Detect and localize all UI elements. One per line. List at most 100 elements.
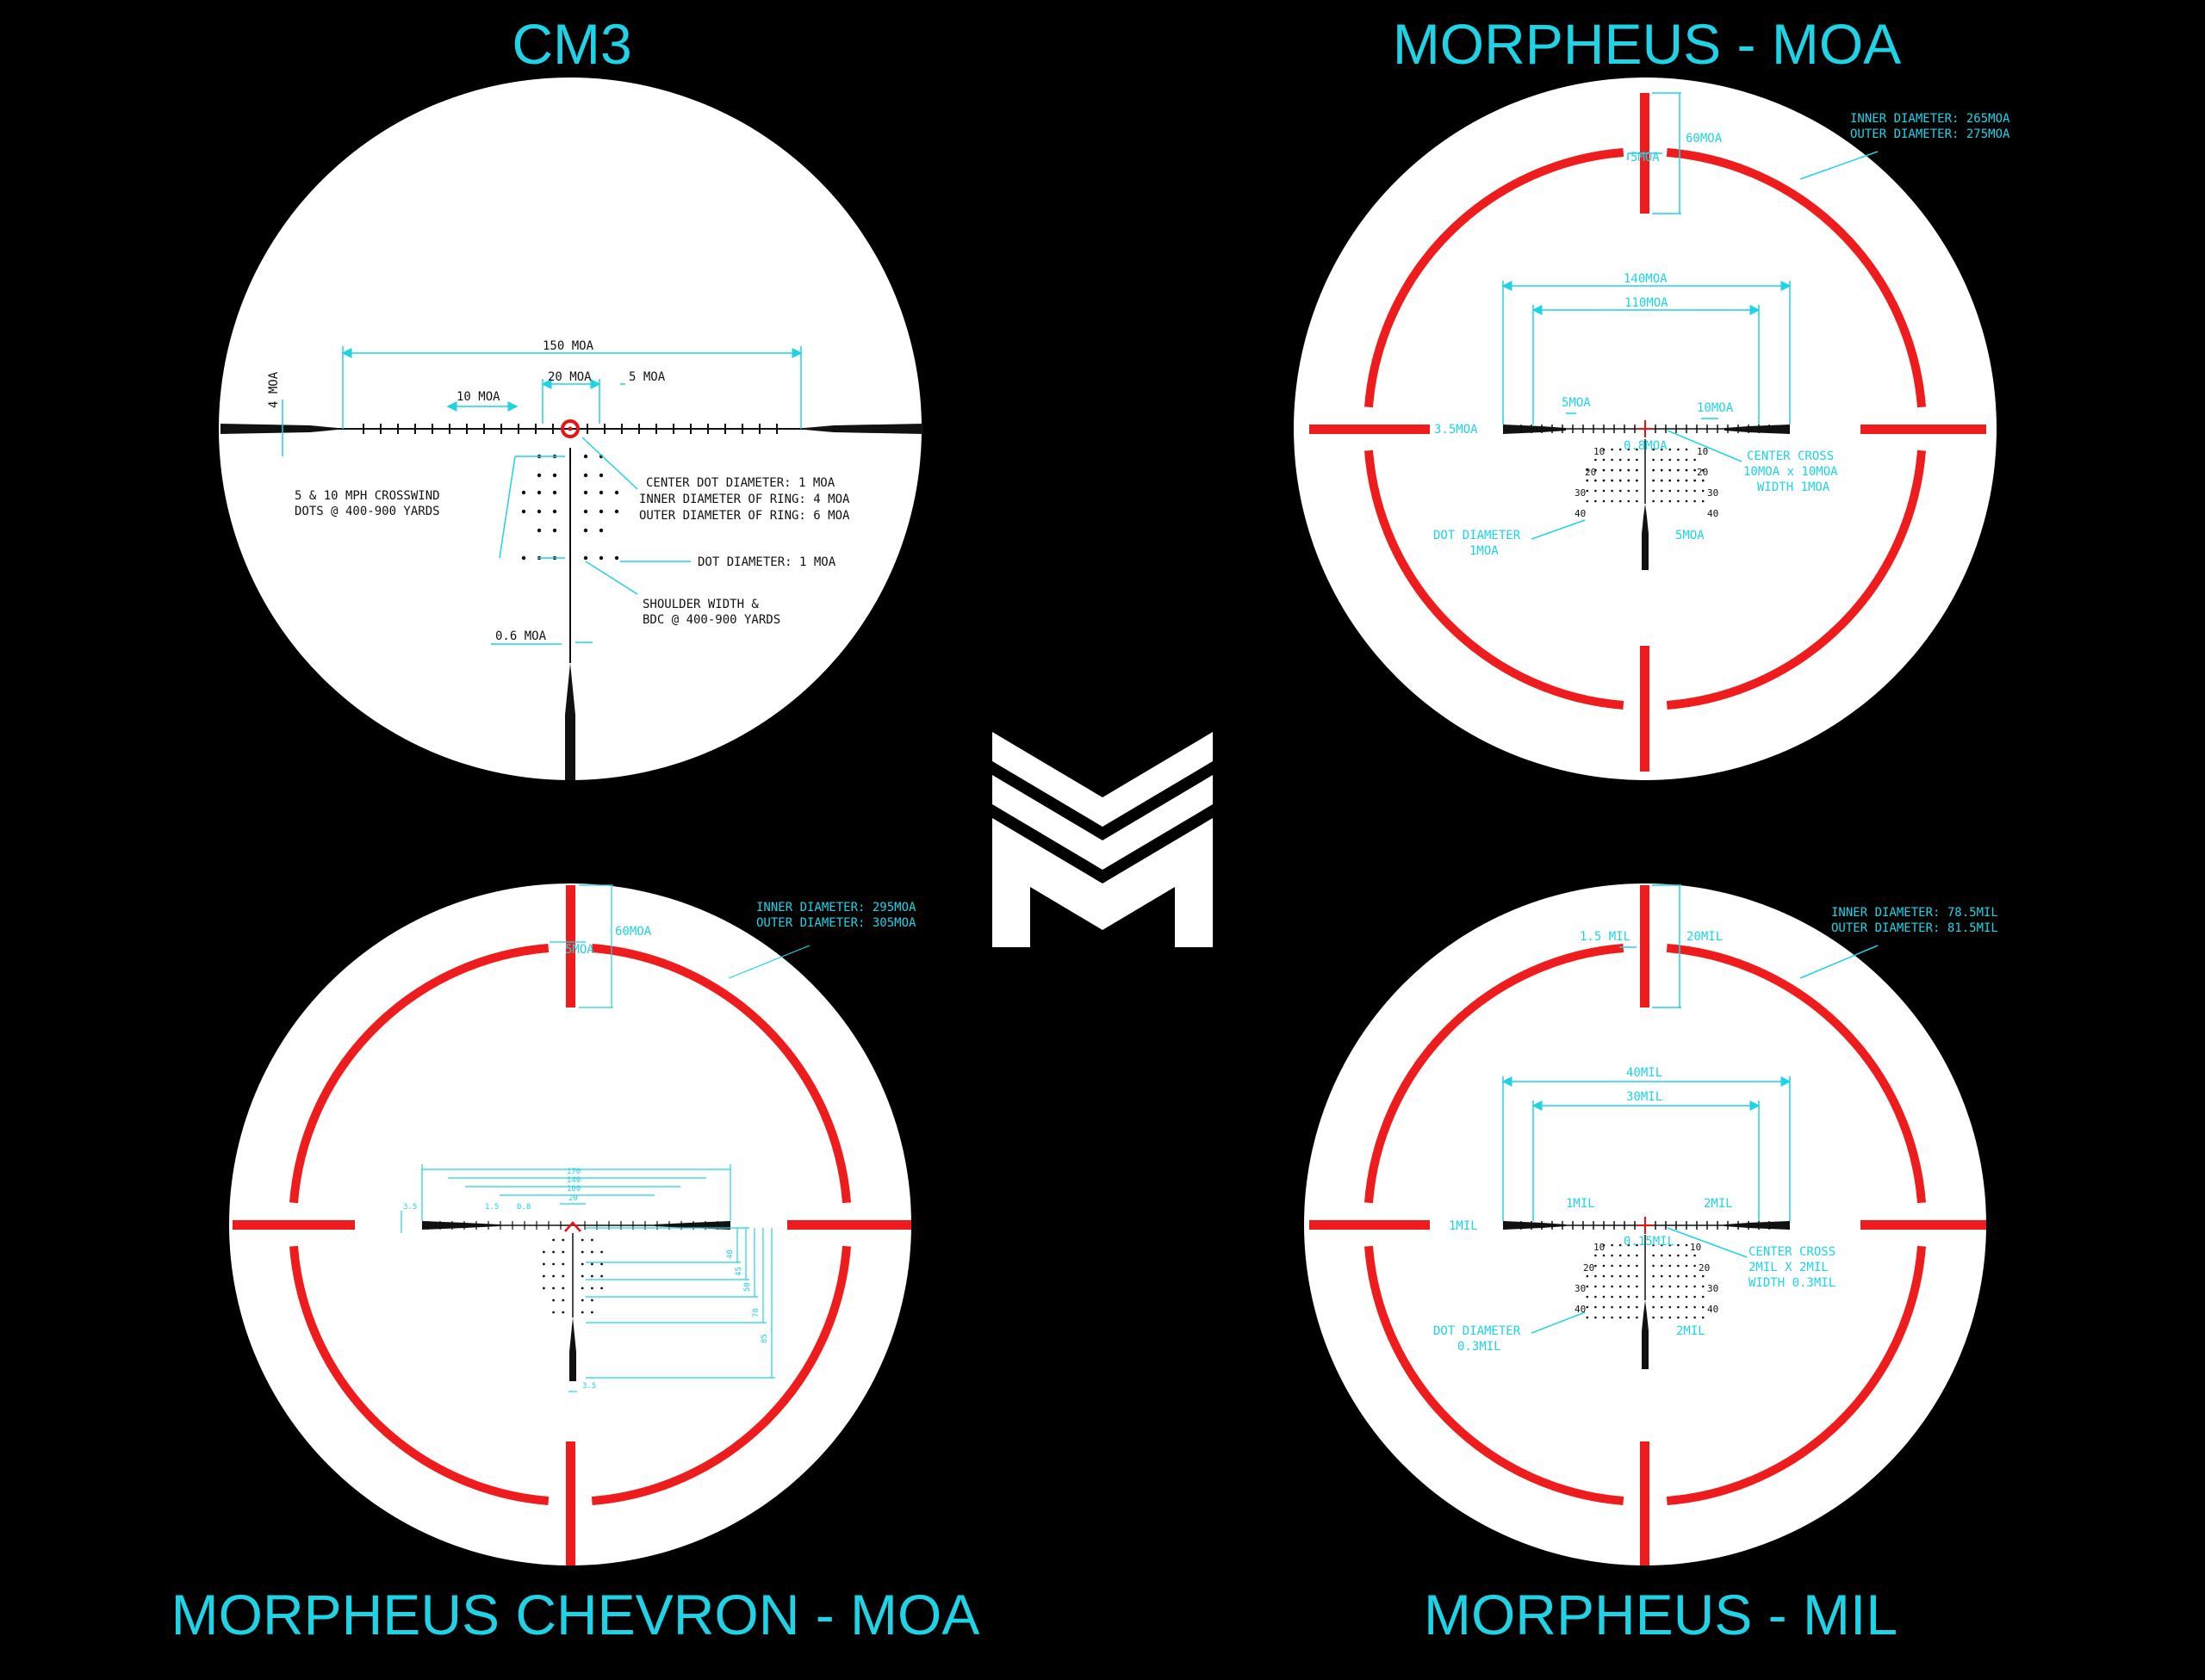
bdc-dot — [1627, 468, 1630, 472]
bdc-dot — [1602, 1264, 1606, 1268]
bdc-dot — [1660, 1305, 1663, 1309]
bdc-dot — [1594, 1274, 1597, 1278]
bdc-dot — [1668, 1285, 1672, 1288]
cm3-bdc-dot — [552, 528, 557, 533]
cm3-shoulder-label-1: SHOULDER WIDTH & — [643, 598, 759, 611]
bdc-dot — [1636, 468, 1638, 472]
cm3-bdc-dot — [583, 490, 588, 495]
cm3-label-4moa: 4 MOA — [267, 371, 281, 408]
bdc-dot — [1652, 1254, 1655, 1257]
bdc-dot — [1636, 1295, 1638, 1299]
bdc-dot — [1594, 479, 1597, 482]
bdc-dot — [552, 1311, 555, 1314]
bdc-dot — [543, 1250, 545, 1254]
bdc-dot — [1611, 448, 1613, 451]
bdc-dot — [1627, 1316, 1630, 1319]
cm3-right-post — [804, 424, 923, 434]
bdc-dot — [1586, 1305, 1589, 1309]
bdc-dot — [1586, 1316, 1589, 1319]
chevron-outer-diameter: OUTER DIAMETER: 305MOA — [756, 916, 916, 930]
bdc-dot — [1668, 499, 1672, 503]
cm3-label-20: 20 MOA — [548, 370, 592, 384]
bdc-dot — [562, 1286, 565, 1290]
bdc-dot — [1586, 1285, 1589, 1288]
bdc-dot — [591, 1238, 593, 1242]
bdc-dot — [1693, 489, 1696, 493]
cm3-bdc-dot — [537, 473, 542, 478]
bdc-dot — [1636, 1285, 1638, 1288]
bdc-dot — [562, 1250, 565, 1254]
bdc-dot — [1602, 1254, 1606, 1257]
bdc-dot — [1636, 1243, 1638, 1247]
bdc-dot — [1636, 1316, 1638, 1319]
bdc-dot — [1611, 1274, 1613, 1278]
bdc-dot — [1594, 1285, 1597, 1288]
cm3-bdc-dot — [537, 528, 542, 533]
bdc-dot — [591, 1311, 593, 1314]
cm3-crosswind-label-1: 5 & 10 MPH CROSSWIND — [295, 489, 440, 503]
cm3-outer-ring-label: OUTER DIAMETER OF RING: 6 MOA — [639, 509, 850, 523]
bdc-dot — [1693, 1305, 1696, 1309]
bdc-dot — [1685, 468, 1688, 472]
bdc-dot — [1677, 1274, 1680, 1278]
bdc-dot — [1636, 479, 1638, 482]
cm3-bdc-dot — [599, 528, 604, 533]
bdc-dot — [1618, 448, 1622, 451]
cm3-bottom-post — [565, 663, 575, 780]
mil-dot: 0.15MIL — [1624, 1235, 1674, 1249]
bdc-dot — [1660, 448, 1663, 451]
bdc-dot — [1693, 1295, 1696, 1299]
mil-inner-diameter: INNER DIAMETER: 78.5MIL — [1831, 906, 1998, 920]
bdc-dot — [1627, 1254, 1630, 1257]
moa-post: 3.5MOA — [1434, 423, 1478, 437]
bdc-dot — [1602, 468, 1606, 472]
svg-text:70: 70 — [752, 1308, 761, 1317]
bdc-dot — [1693, 499, 1696, 503]
svg-text:30: 30 — [1707, 1283, 1718, 1294]
cm3-bdc-dot — [537, 509, 542, 514]
bdc-dot — [591, 1274, 593, 1278]
bdc-dot — [1668, 1316, 1672, 1319]
bdc-dot — [562, 1311, 565, 1314]
bdc-dot — [1685, 1316, 1688, 1319]
bdc-dot — [1693, 1254, 1696, 1257]
bdc-dot — [1602, 1243, 1606, 1247]
bdc-dot — [581, 1274, 584, 1278]
bdc-dot — [1636, 1264, 1638, 1268]
bdc-dot — [1636, 1254, 1638, 1257]
bdc-dot — [1668, 1305, 1672, 1309]
bdc-dot — [1586, 468, 1589, 472]
bdc-dot — [1636, 1274, 1638, 1278]
bdc-dot — [1602, 448, 1606, 451]
morpheus-mil-title: MORPHEUS - MIL — [1423, 1583, 1898, 1646]
cm3-bdc-dot — [583, 509, 588, 514]
bdc-dot — [1586, 1274, 1589, 1278]
bdc-dot — [1677, 1264, 1680, 1268]
bdc-dot — [1660, 1316, 1663, 1319]
ring-arc — [1364, 449, 1624, 710]
cm3-crosswind-label-2: DOTS @ 400-900 YARDS — [295, 505, 440, 518]
bdc-dot — [1618, 1305, 1622, 1309]
cm3-bdc-dot — [521, 555, 526, 561]
bdc-dot — [1627, 458, 1630, 462]
bdc-dot — [1636, 489, 1638, 493]
bdc-dot — [1611, 1316, 1613, 1319]
bdc-dot — [591, 1262, 593, 1266]
moa-cross-1: CENTER CROSS — [1747, 449, 1834, 463]
bdc-dot — [1594, 468, 1597, 472]
bdc-dot — [1668, 468, 1672, 472]
ring-arc — [1364, 1245, 1624, 1505]
bdc-dot — [1701, 1274, 1705, 1278]
bdc-dot — [600, 1250, 603, 1254]
cm3-bdc-dot — [614, 509, 619, 514]
mil-cross-1: CENTER CROSS — [1748, 1245, 1835, 1259]
bdc-dot — [1652, 1243, 1655, 1247]
svg-text:100: 100 — [567, 1185, 581, 1193]
mil-outer-diameter: OUTER DIAMETER: 81.5MIL — [1831, 921, 1998, 935]
bdc-dot — [1701, 499, 1705, 503]
bdc-dot — [1618, 1264, 1622, 1268]
bdc-dot — [1627, 1305, 1630, 1309]
bdc-dot — [1693, 458, 1696, 462]
cm3-inner-ring-label: INNER DIAMETER OF RING: 4 MOA — [639, 493, 850, 506]
bdc-dot — [1652, 489, 1655, 493]
